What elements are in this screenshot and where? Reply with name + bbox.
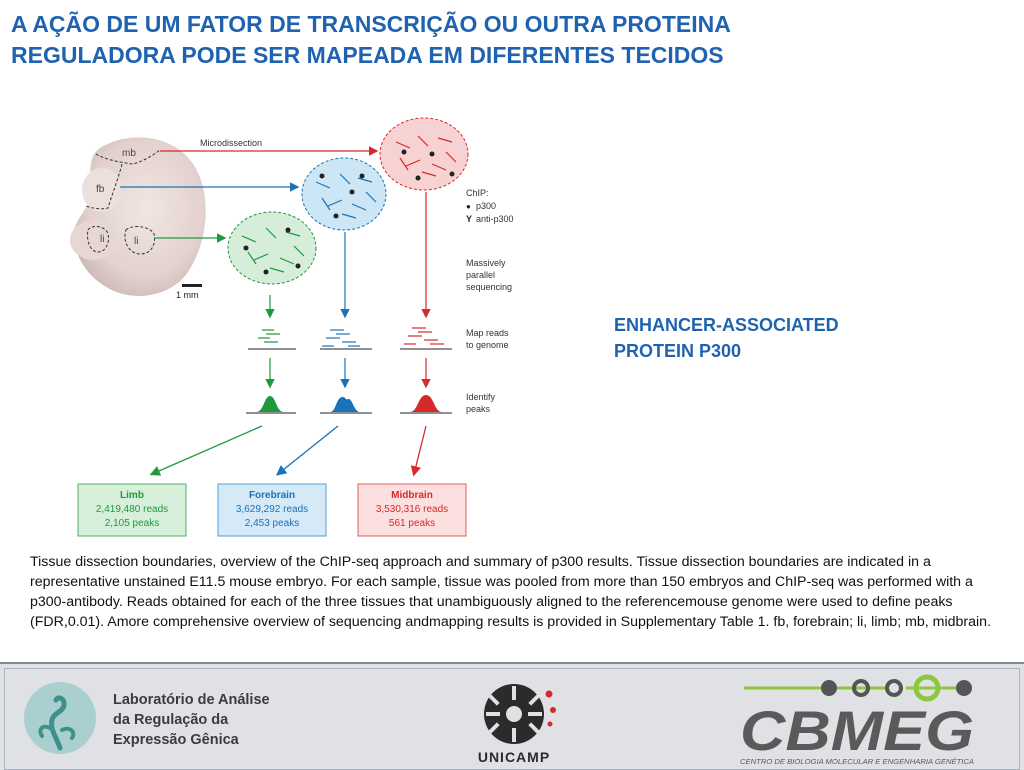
mapped-reads-forebrain <box>320 329 372 350</box>
cbmeg-logo: CBMEG CENTRO DE BIOLOGIA MOLECULAR E ENG… <box>740 674 974 766</box>
chip-ellipse-forebrain <box>301 157 387 231</box>
step-sequencing-line-2: parallel <box>466 270 495 280</box>
enhancer-label-line-2: PROTEIN P300 <box>614 341 742 361</box>
unicamp-emblem-icon <box>484 684 556 744</box>
result-box-midbrain: Midbrain 3,530,316 reads 561 peaks <box>357 483 467 537</box>
lab-name-line-1: Laboratório de Análise <box>113 692 270 708</box>
mapped-reads-limb <box>248 329 296 350</box>
slide-title-line-1: A AÇÃO DE UM FATOR DE TRANSCRIÇÃO OU OUT… <box>11 11 731 37</box>
result-midbrain-peaks: 561 peaks <box>389 518 435 529</box>
step-map-line-2: to genome <box>466 340 509 350</box>
legend-p300-symbol: ● <box>466 202 471 211</box>
enhancer-label: ENHANCER-ASSOCIATED PROTEIN P300 <box>614 312 839 364</box>
result-midbrain-reads: 3,530,316 reads <box>376 504 448 515</box>
chip-ellipse-limb <box>227 211 317 285</box>
legend-anti-p300: anti-p300 <box>476 214 514 224</box>
lab-logo-icon <box>24 682 96 754</box>
chip-ellipse-midbrain <box>379 117 469 191</box>
midbrain-boundary <box>95 149 161 165</box>
lab-name-line-2: da Regulação da <box>113 712 229 728</box>
step-peaks-line-1: Identify <box>466 392 496 402</box>
embryo-forebrain-region <box>82 168 122 212</box>
arrow-limb-result <box>149 425 263 476</box>
step-map-line-1: Map reads <box>466 328 509 338</box>
peak-midbrain <box>400 395 452 414</box>
scale-bar-label: 1 mm <box>176 290 199 300</box>
result-limb-peaks: 2,105 peaks <box>105 518 160 529</box>
cbmeg-wordmark: CBMEG <box>740 699 974 762</box>
embryo-label-fb: fb <box>96 184 105 195</box>
peak-forebrain <box>320 396 372 414</box>
legend-chip: ChIP: <box>466 188 489 198</box>
peak-limb <box>246 396 296 414</box>
embryo-limb-region <box>70 220 118 260</box>
arrow-forebrain-result <box>275 425 339 476</box>
unicamp-wordmark: UNICAMP <box>478 749 550 765</box>
footer-bar: Laboratório de Análise da Regulação da E… <box>0 662 1024 770</box>
microdissection-label: Microdissection <box>200 138 262 148</box>
embryo-label-li-right: li <box>134 236 138 247</box>
chip-seq-figure: mb fb li li 1 mm Microdissection <box>70 117 514 537</box>
embryo-body <box>73 137 206 296</box>
slide-title-line-2: REGULADORA PODE SER MAPEADA EM DIFERENTE… <box>11 42 724 68</box>
lab-name: Laboratório de Análise da Regulação da E… <box>113 690 270 750</box>
result-limb-name: Limb <box>120 490 144 501</box>
step-sequencing-line-1: Massively <box>466 258 506 268</box>
embryo-label-mb: mb <box>122 148 136 159</box>
limb-boundary-right <box>124 226 155 255</box>
legend-p300: p300 <box>476 201 496 211</box>
limb-boundary-left <box>87 226 109 253</box>
step-peaks-line-2: peaks <box>466 404 491 414</box>
result-forebrain-reads: 3,629,292 reads <box>236 504 308 515</box>
embryo-label-li-left: li <box>100 234 104 245</box>
scale-bar <box>182 284 202 287</box>
result-limb-reads: 2,419,480 reads <box>96 504 168 515</box>
cbmeg-subtitle: CENTRO DE BIOLOGIA MOLECULAR E ENGENHARI… <box>740 757 974 766</box>
step-sequencing-line-3: sequencing <box>466 282 512 292</box>
result-forebrain-name: Forebrain <box>249 490 295 501</box>
legend-antibody-symbol: Y <box>466 214 472 224</box>
result-midbrain-name: Midbrain <box>391 490 433 501</box>
result-box-limb: Limb 2,419,480 reads 2,105 peaks <box>77 483 187 537</box>
mapped-reads-midbrain <box>400 327 452 350</box>
figure-caption: Tissue dissection boundaries, overview o… <box>30 554 992 630</box>
unicamp-logo: UNICAMP <box>478 684 556 765</box>
cbmeg-dots-icon <box>744 674 972 702</box>
slide-title: A AÇÃO DE UM FATOR DE TRANSCRIÇÃO OU OUT… <box>11 9 1011 71</box>
enhancer-label-line-1: ENHANCER-ASSOCIATED <box>614 315 839 335</box>
result-forebrain-peaks: 2,453 peaks <box>245 518 300 529</box>
arrow-midbrain-result <box>410 425 427 477</box>
result-box-forebrain: Forebrain 3,629,292 reads 2,453 peaks <box>217 483 327 537</box>
embryo-illustration: mb fb li li 1 mm <box>70 137 206 300</box>
lab-name-line-3: Expressão Gênica <box>113 732 239 748</box>
forebrain-boundary <box>85 163 123 210</box>
